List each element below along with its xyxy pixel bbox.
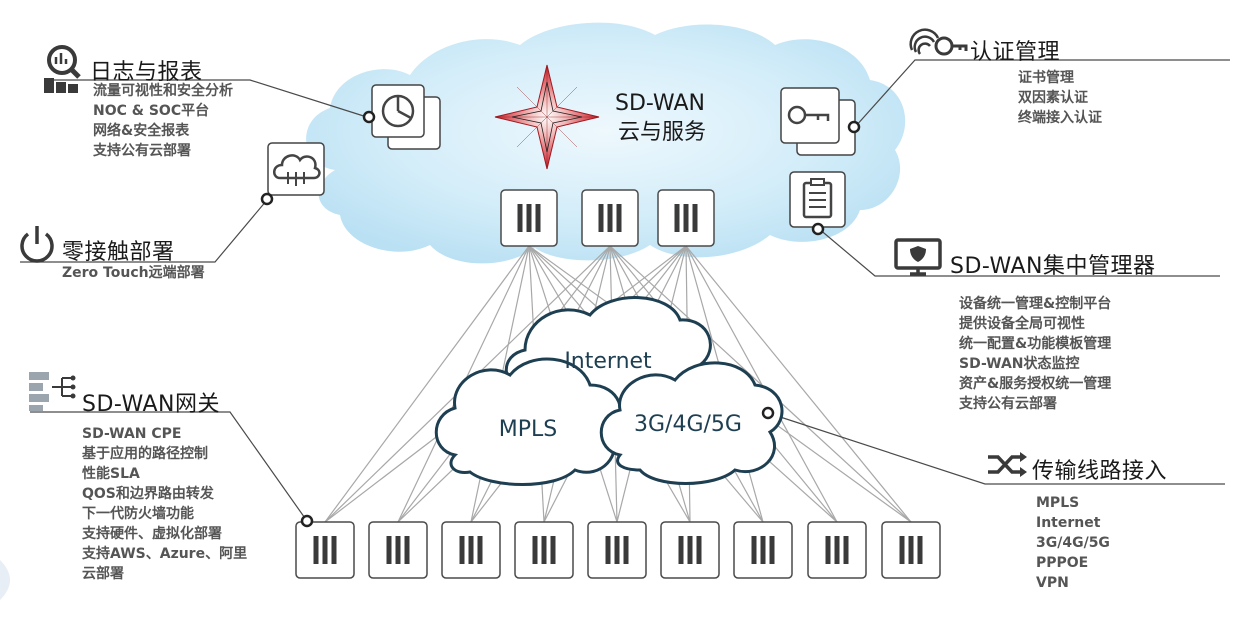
list-item: PPPOE bbox=[1036, 555, 1089, 571]
manager-title: SD-WAN集中管理器 bbox=[950, 254, 1156, 279]
list-item: 支持公有云部署 bbox=[93, 143, 191, 159]
edge-shade bbox=[0, 560, 10, 600]
list-item: 下一代防火墙功能 bbox=[82, 506, 194, 522]
edge-router bbox=[881, 521, 941, 579]
edge-router bbox=[807, 521, 867, 579]
key-icon bbox=[780, 87, 861, 156]
network-tree-icon bbox=[29, 372, 76, 411]
cloud-router bbox=[500, 189, 558, 247]
star-logo-icon bbox=[494, 64, 600, 170]
service-cloud bbox=[306, 22, 906, 264]
edge-router bbox=[441, 521, 501, 579]
list-item: 3G/4G/5G bbox=[1036, 535, 1110, 551]
list-item: 设备统一管理&控制平台 bbox=[959, 296, 1112, 312]
pie-chart-icon bbox=[362, 84, 441, 150]
monitor-shield-icon bbox=[894, 238, 942, 276]
cloud-router bbox=[657, 189, 715, 247]
list-item: 终端接入认证 bbox=[1018, 110, 1102, 126]
zero-touch-list: Zero Touch远端部署 bbox=[62, 263, 205, 283]
list-item: SD-WAN CPE bbox=[82, 426, 182, 442]
list-item: 网络&安全报表 bbox=[93, 123, 190, 139]
list-item: 统一配置&功能模板管理 bbox=[959, 336, 1112, 352]
list-item: NOC & SOC平台 bbox=[93, 103, 210, 119]
power-icon bbox=[20, 226, 54, 263]
gateway-title: SD-WAN网关 bbox=[82, 392, 221, 417]
shuffle-icon bbox=[988, 452, 1027, 477]
list-item: 支持AWS、Azure、阿里 bbox=[82, 546, 248, 562]
zero-touch-title: 零接触部署 bbox=[62, 240, 175, 265]
transport-anchor-dot bbox=[761, 406, 775, 420]
list-item: VPN bbox=[1036, 575, 1069, 591]
edge-router bbox=[660, 521, 720, 579]
edge-router bbox=[368, 521, 428, 579]
cloud-title-line2: 云与服务 bbox=[618, 120, 706, 145]
magnifier-report-icon bbox=[44, 45, 81, 93]
list-item: 流量可视性和安全分析 bbox=[93, 83, 233, 99]
gateway-list: SD-WAN CPE 基于应用的路径控制 性能SLA QOS和边界路由转发 下一… bbox=[82, 424, 247, 584]
transport-title: 传输线路接入 bbox=[1032, 459, 1168, 484]
fingerprint-key-icon bbox=[909, 28, 968, 56]
mpls-label: MPLS bbox=[499, 417, 557, 442]
list-item: MPLS bbox=[1036, 495, 1080, 511]
list-item: 资产&服务授权统一管理 bbox=[959, 376, 1112, 392]
list-item: Zero Touch远端部署 bbox=[62, 265, 205, 281]
cloud-download-icon bbox=[260, 142, 325, 206]
list-item: 基于应用的路径控制 bbox=[82, 446, 208, 462]
edge-router bbox=[587, 521, 647, 579]
cloud-title-line1: SD-WAN bbox=[615, 91, 705, 116]
mobile-cloud bbox=[599, 361, 784, 485]
list-item: SD-WAN状态监控 bbox=[959, 356, 1080, 372]
list-item: 支持硬件、虚拟化部署 bbox=[82, 526, 222, 542]
gateway-anchor-dot bbox=[300, 514, 314, 528]
annotation-lines bbox=[20, 59, 1230, 522]
list-item: 双因素认证 bbox=[1018, 90, 1088, 106]
list-item: 证书管理 bbox=[1018, 70, 1074, 86]
manager-list: 设备统一管理&控制平台 提供设备全局可视性 统一配置&功能模板管理 SD-WAN… bbox=[959, 294, 1111, 414]
cloud-router bbox=[581, 189, 639, 247]
list-item: 提供设备全局可视性 bbox=[959, 316, 1085, 332]
list-item: 支持公有云部署 bbox=[959, 396, 1057, 412]
edge-router bbox=[514, 521, 574, 579]
auth-title: 认证管理 bbox=[970, 40, 1061, 65]
mpls-cloud bbox=[434, 357, 622, 486]
list-item: 性能SLA bbox=[82, 466, 140, 482]
logs-list: 流量可视性和安全分析 NOC & SOC平台 网络&安全报表 支持公有云部署 bbox=[93, 81, 233, 161]
edge-router bbox=[733, 521, 793, 579]
list-item: QOS和边界路由转发 bbox=[82, 486, 214, 502]
edge-router bbox=[295, 521, 355, 579]
list-item: 云部署 bbox=[82, 566, 124, 582]
clipboard-icon bbox=[789, 171, 846, 236]
logs-title: 日志与报表 bbox=[90, 60, 203, 85]
auth-list: 证书管理 双因素认证 终端接入认证 bbox=[1018, 68, 1102, 128]
internet-label: Internet bbox=[564, 349, 652, 374]
mobile-label: 3G/4G/5G bbox=[634, 412, 742, 437]
list-item: Internet bbox=[1036, 515, 1101, 531]
transport-list: MPLS Internet 3G/4G/5G PPPOE VPN bbox=[1036, 493, 1110, 593]
